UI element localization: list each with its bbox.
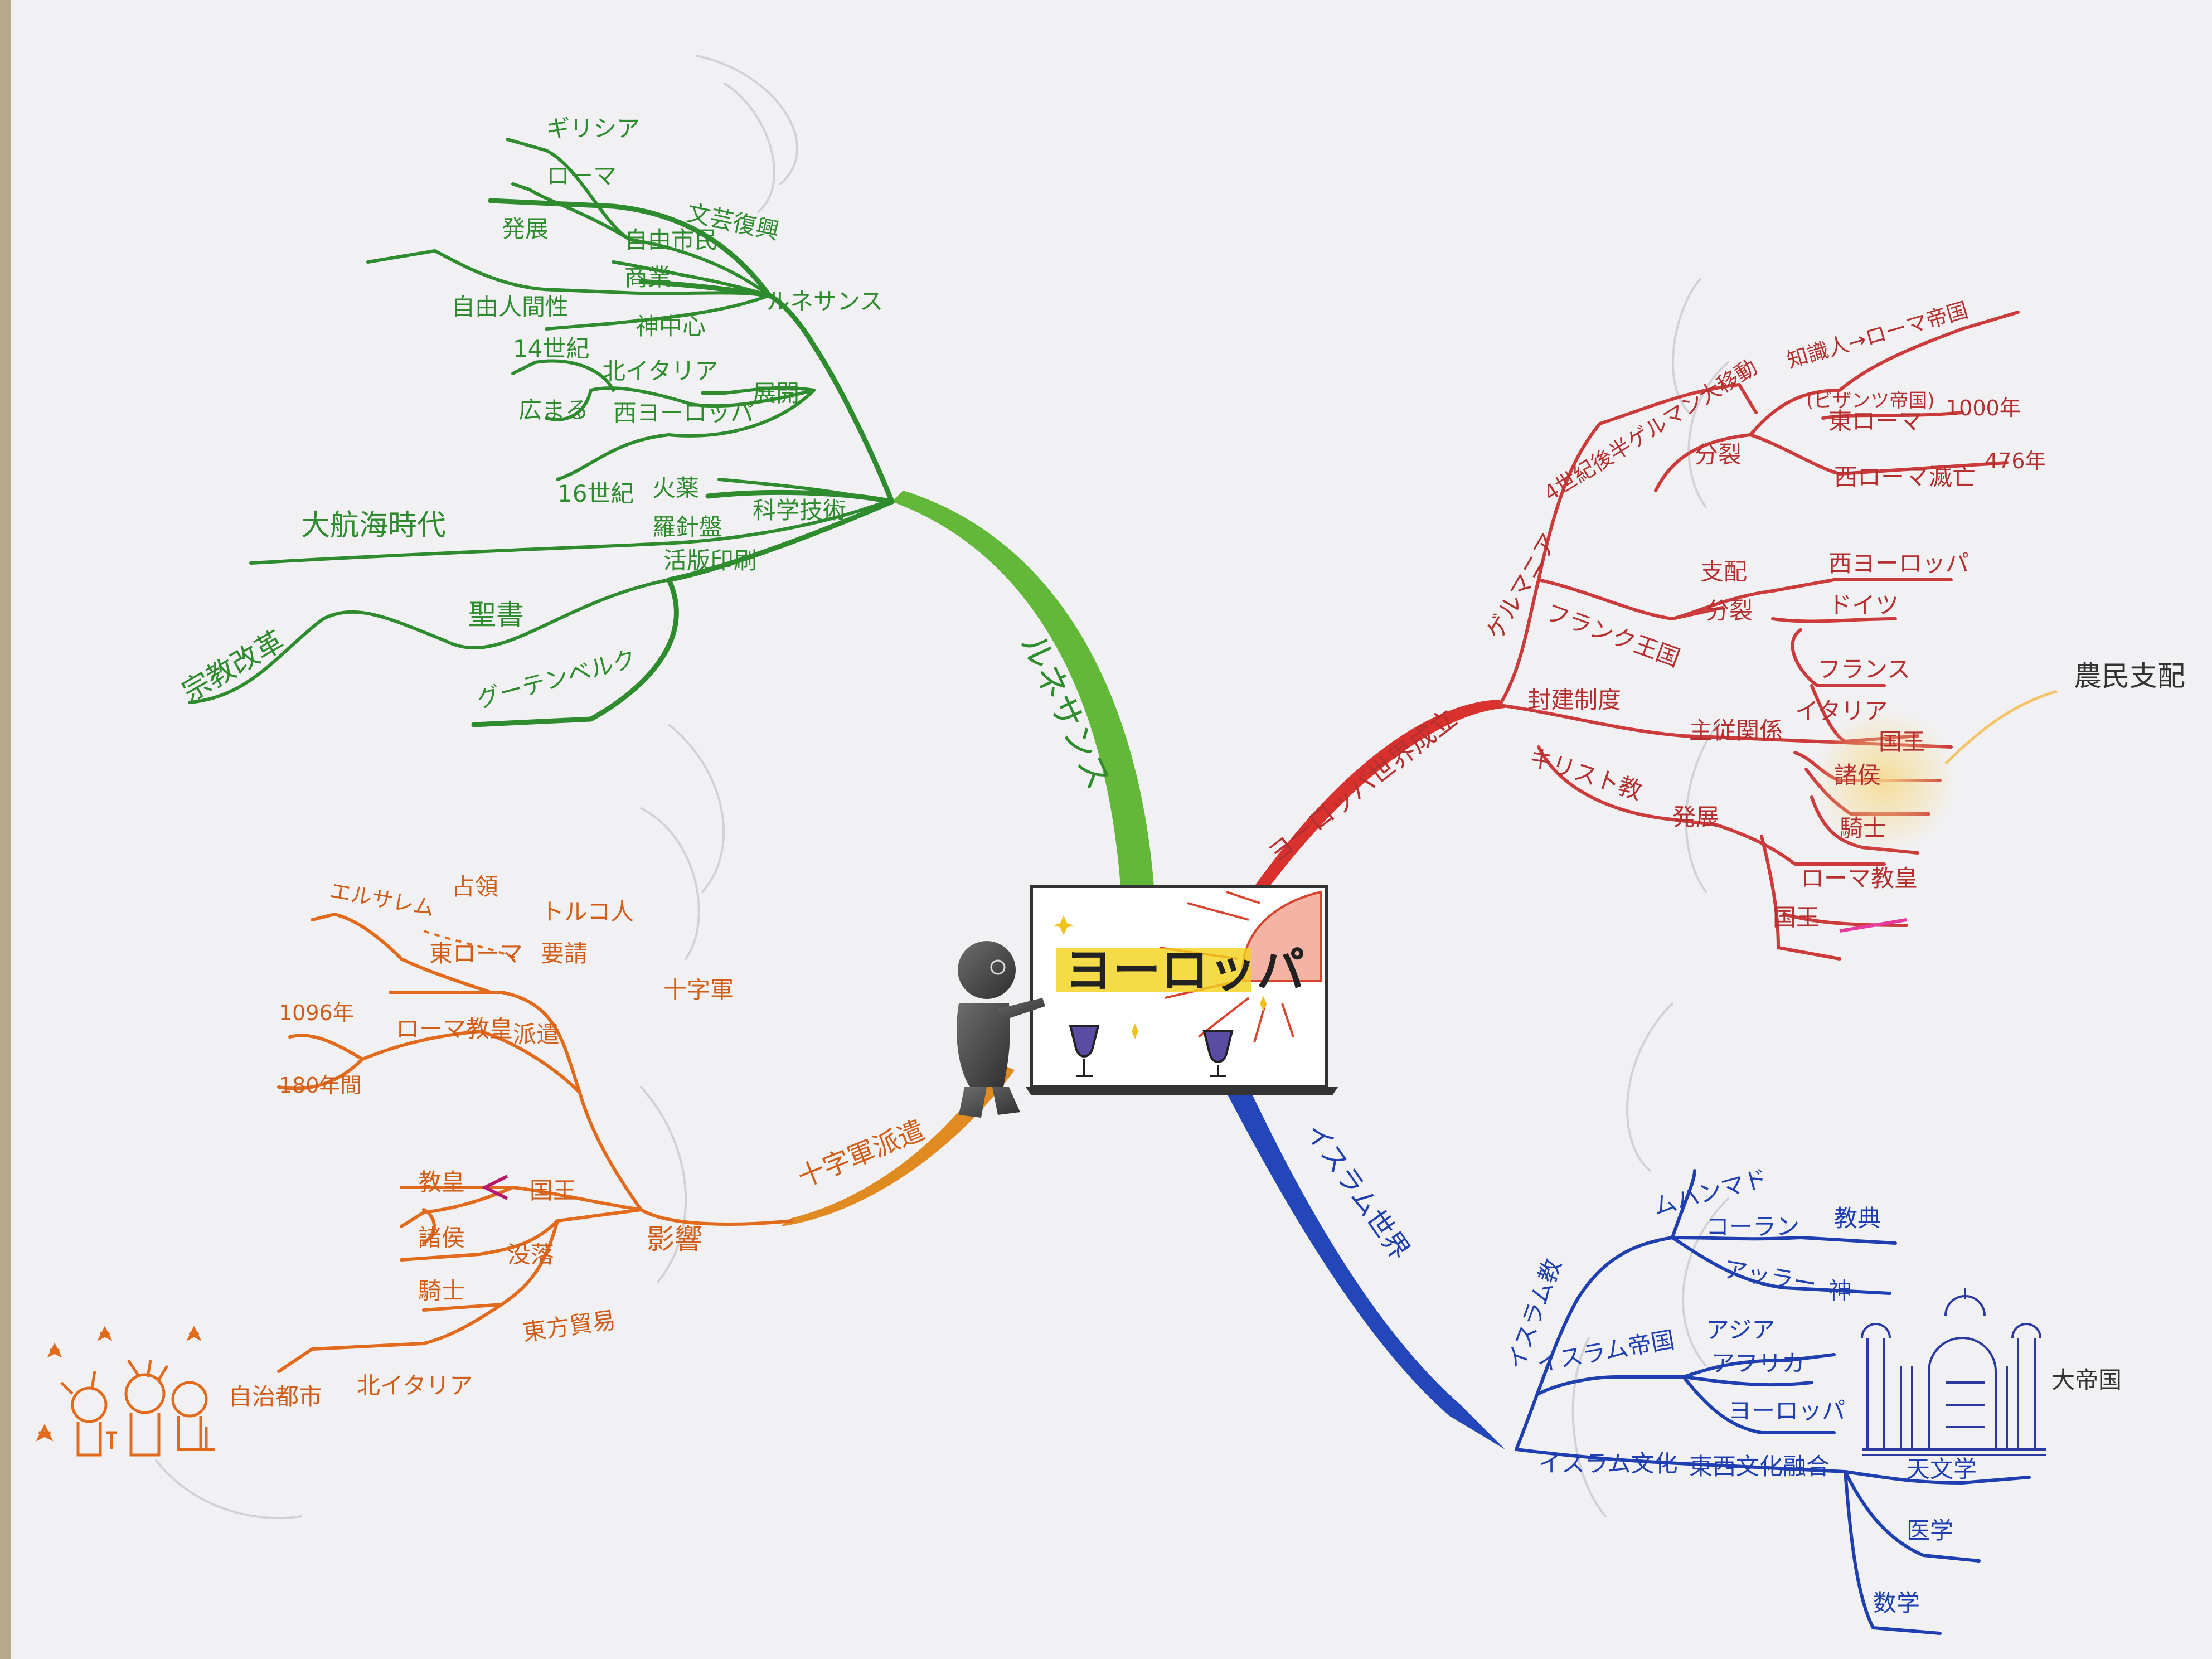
label-autonomous: 自治都市 [229, 1383, 322, 1410]
label-africa: アフリカ [1711, 1350, 1805, 1377]
label-rule: 支配 [1700, 558, 1747, 585]
label-lords-or: 諸侯 [418, 1224, 465, 1251]
label-peasant: 農民支配 [2074, 660, 2185, 692]
label-compass: 羅針盤 [652, 513, 722, 541]
label-development: 発展 [502, 215, 549, 242]
label-dispatch: 派遣 [513, 1021, 560, 1048]
label-lords: 諸侯 [1834, 761, 1881, 789]
label-occupy: 占領 [452, 873, 498, 900]
label-renaissance-node: ルネサンス [767, 288, 883, 315]
trunk-europe-world [1254, 700, 1505, 892]
label-c14: 14世紀 [513, 335, 589, 362]
mosque-icon [1861, 1288, 2046, 1456]
pencil-guides [155, 55, 1729, 1520]
crusades-branch [277, 913, 793, 1373]
label-year-1000: 1000年 [1946, 396, 2021, 420]
label-free-city: 自由市民 [624, 226, 718, 254]
islam-branch [1515, 1169, 2031, 1635]
label-culture: イスラム文化 [1539, 1450, 1677, 1477]
label-king: 国王 [1879, 728, 1925, 755]
label-trade: 商業 [624, 264, 671, 291]
label-east-rome: 東ローマ [1828, 408, 1922, 435]
label-fusion: 東西文化融合 [1689, 1453, 1830, 1480]
label-rome: ローマ [546, 162, 617, 190]
label-printing: 活版印刷 [663, 547, 757, 574]
center-node: ヨーロッパ [957, 885, 1338, 1118]
label-spread: 展開 [753, 380, 799, 407]
label-west-rome: 西ローマ [1834, 463, 1928, 491]
label-king-or: 国王 [530, 1177, 576, 1204]
crusade-dashed-arrow [423, 930, 519, 960]
pope-greater-than-sign [481, 1175, 508, 1200]
title-highlight [1056, 948, 1251, 992]
trunk-islam [1226, 1087, 1505, 1449]
peasant-link [1944, 690, 2058, 765]
label-year-1096: 1096年 [279, 1001, 354, 1025]
label-bible: 聖書 [468, 599, 524, 631]
label-lord-vassal: 主従関係 [1689, 717, 1783, 744]
renaissance-subbranches [188, 138, 888, 704]
label-east-rome-or: 東ローマ [429, 940, 523, 967]
whiteboard-ledge [1026, 1087, 1338, 1095]
label-tech: 科学技術 [753, 497, 846, 524]
label-gunpowder: 火薬 [652, 474, 699, 502]
label-king2: 国王 [1773, 904, 1820, 931]
label-influence: 影響 [647, 1223, 702, 1255]
lord-vassal-highlight [1812, 708, 1957, 853]
wine-glass-icon [1069, 1025, 1234, 1077]
label-development-red: 発展 [1672, 803, 1719, 831]
label-knights: 騎士 [1840, 814, 1886, 842]
label-crusade: 十字軍 [663, 976, 734, 1003]
label-west-europe: 西ヨーロッパ [613, 399, 754, 426]
label-decline: 没落 [507, 1241, 554, 1268]
trunk-renaissance [892, 491, 1154, 886]
label-pope: ローマ教皇 [1801, 865, 1918, 892]
label-age-of-discovery: 大航海時代 [301, 509, 446, 542]
label-quran: コーラン [1706, 1213, 1799, 1240]
label-c16: 16世紀 [557, 480, 634, 507]
king-underline-pink [1839, 918, 1907, 933]
label-years-180: 180年間 [279, 1073, 362, 1098]
label-year-476: 476年 [1985, 449, 2046, 473]
label-expanded: 広まる [518, 396, 589, 424]
label-scripture: 教典 [1834, 1205, 1881, 1232]
label-feudal: 封建制度 [1527, 686, 1621, 714]
label-human-nature: 自由人間性 [452, 293, 569, 321]
label-math: 数学 [1873, 1589, 1920, 1617]
label-greece: ギリシア [546, 115, 640, 142]
label-asia: アジア [1706, 1316, 1775, 1343]
label-byzantine: (ビザンツ帝国) [1806, 390, 1935, 412]
label-france: フランス [1817, 656, 1910, 683]
label-astronomy: 天文学 [1907, 1456, 1977, 1483]
sparkle-icon [1054, 915, 1267, 1039]
crusades-labels: 十字軍派遣 十字軍 エルサレム 占領 トルコ人 東ローマ 要請 1096年 ロー… [229, 873, 929, 1410]
label-split: 分裂 [1695, 441, 1742, 468]
label-north-italy: 北イタリア [357, 1372, 473, 1399]
label-west-europe-red: 西ヨーロッパ [1828, 550, 1969, 577]
label-europe-bl: ヨーロッパ [1728, 1397, 1845, 1424]
label-fall: 滅亡 [1929, 463, 1976, 491]
label-italy: 北イタリア [602, 357, 718, 385]
label-god: 神 [1828, 1277, 1852, 1304]
label-appeal: 要請 [541, 940, 588, 967]
label-god-centered: 神中心 [636, 313, 706, 340]
label-turk: トルコ人 [541, 898, 634, 925]
presenter-figure-icon [957, 941, 1045, 1118]
label-great-empire: 大帝国 [2051, 1366, 2122, 1394]
center-title: ヨーロッパ [1065, 943, 1304, 998]
label-knights-or: 騎士 [418, 1277, 465, 1304]
label-medicine: 医学 [1907, 1517, 1953, 1544]
doodle-people-icon [36, 1326, 215, 1457]
label-pope2: 教皇 [418, 1168, 465, 1196]
label-italy-red: イタリア [1795, 697, 1888, 725]
label-germany: ドイツ [1828, 591, 1899, 619]
label-pope-or: ローマ教皇 [396, 1015, 513, 1042]
label-divide: 分裂 [1706, 597, 1753, 624]
